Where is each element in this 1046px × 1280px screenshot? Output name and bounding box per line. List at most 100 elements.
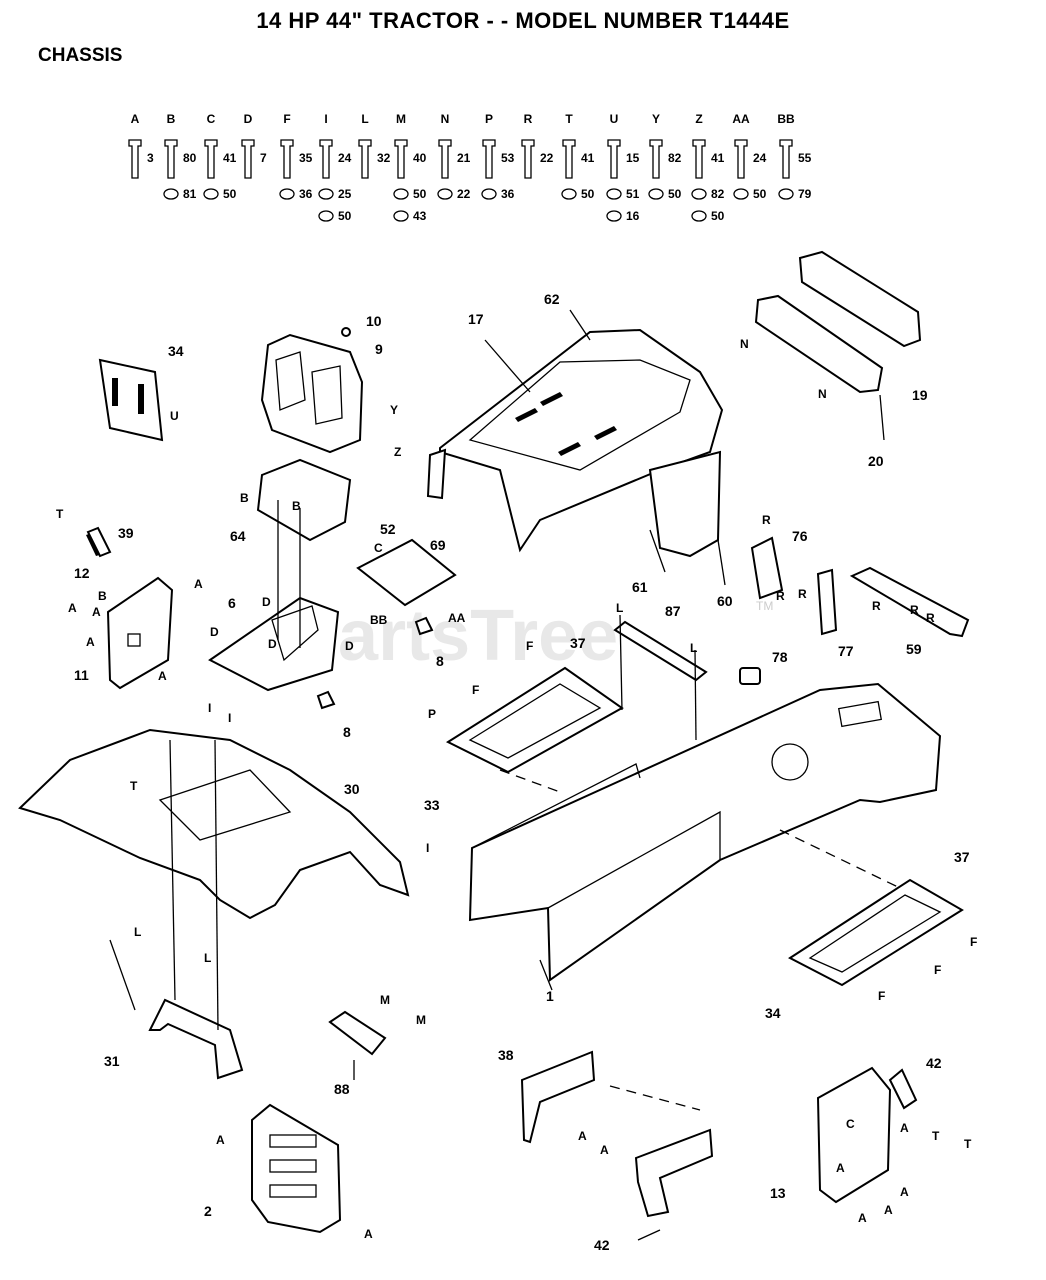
ref-A-12: A	[900, 1185, 909, 1199]
callout-69: 69	[430, 537, 446, 553]
part-62-hood[interactable]	[426, 328, 724, 558]
bolt-icon	[241, 139, 255, 179]
ref-T-3: T	[964, 1137, 972, 1151]
hardware-part-number: 50	[223, 187, 237, 201]
hardware-part-number: 3	[147, 151, 154, 165]
hardware-part-number: 43	[413, 209, 427, 223]
part-59-bracket[interactable]	[849, 566, 970, 638]
hardware-part-number: 16	[626, 209, 640, 223]
callout-88: 88	[334, 1081, 350, 1097]
hardware-letter: A	[131, 112, 140, 126]
hardware-part-number: 50	[668, 187, 682, 201]
part-30-fender[interactable]	[18, 728, 410, 920]
hardware-letter: M	[396, 112, 406, 126]
hardware-part-number: 36	[501, 187, 515, 201]
callout-6: 6	[228, 595, 236, 611]
part-87-bar[interactable]	[613, 620, 708, 682]
hardware-part-number: 41	[711, 151, 725, 165]
callout-37-upper: 37	[570, 635, 586, 651]
hardware-part-number: 50	[338, 209, 352, 223]
ref-A-5: A	[158, 669, 167, 683]
ref-N-2: N	[818, 387, 827, 401]
page-title: 14 HP 44" TRACTOR - - MODEL NUMBER T1444…	[256, 8, 790, 33]
ref-C-2: C	[846, 1117, 855, 1131]
part-65-bracket[interactable]	[98, 358, 164, 442]
part-42-bracket-upper[interactable]	[86, 526, 112, 558]
part-8-clip-upper[interactable]	[414, 616, 434, 636]
part-9-dash-panel[interactable]	[260, 333, 364, 454]
hardware-letter: Y	[652, 112, 660, 126]
callout-9: 9	[375, 341, 383, 357]
callout-8-lower: 8	[343, 724, 351, 740]
hardware-part-number: 22	[457, 187, 471, 201]
callout-34: 34	[765, 1005, 781, 1021]
part-1-frame[interactable]	[468, 682, 942, 982]
nut-icon	[733, 188, 749, 200]
nut-icon	[691, 210, 707, 222]
part-13-side-panel[interactable]	[816, 1066, 892, 1204]
hardware-part-number: 36	[299, 187, 313, 201]
part-42-bracket-lower[interactable]	[888, 1068, 918, 1110]
hardware-letter: C	[207, 112, 216, 126]
part-6-plate[interactable]	[208, 596, 340, 692]
part-10-screw[interactable]	[341, 327, 351, 337]
ref-R-6: R	[926, 611, 935, 625]
ref-A-7: A	[600, 1143, 609, 1157]
bolt-icon	[692, 139, 706, 179]
part-19-rear-bracket[interactable]	[754, 250, 922, 394]
callout-87: 87	[665, 603, 681, 619]
hardware-letter: D	[244, 112, 253, 126]
part-76-bracket[interactable]	[750, 536, 784, 600]
nut-icon	[481, 188, 497, 200]
nut-icon	[203, 188, 219, 200]
hardware-group-l: L32	[358, 112, 391, 179]
hardware-part-number: 82	[668, 151, 682, 165]
hardware-letter: P	[485, 112, 493, 126]
part-34-footrest[interactable]	[788, 878, 964, 987]
hardware-part-number: 41	[581, 151, 595, 165]
ref-A-11: A	[836, 1161, 845, 1175]
hardware-part-number: 50	[711, 209, 725, 223]
part-78-bushing[interactable]	[739, 667, 761, 685]
ref-D-1: D	[262, 595, 271, 609]
hardware-part-number: 24	[338, 151, 352, 165]
part-39-bracket[interactable]	[634, 1128, 714, 1218]
nut-icon	[279, 188, 295, 200]
ref-B-1: B	[240, 491, 249, 505]
ref-L-4: L	[204, 951, 211, 965]
nut-icon	[318, 210, 334, 222]
ref-R-4: R	[872, 599, 881, 613]
ref-Z: Z	[394, 445, 401, 459]
hardware-group-r: R22	[521, 112, 554, 179]
ref-L-3: L	[134, 925, 141, 939]
callout-20: 20	[868, 453, 884, 469]
callout-30: 30	[344, 781, 360, 797]
ref-I-1: I	[208, 701, 211, 715]
part-64-bracket[interactable]	[256, 458, 352, 542]
hardware-letter: I	[324, 112, 327, 126]
hardware-group-y: Y 82 50	[648, 112, 682, 201]
hardware-part-number: 24	[753, 151, 767, 165]
part-88-plate[interactable]	[328, 1010, 387, 1056]
watermark-tm: TM	[756, 599, 773, 613]
watermark: PartsTree	[290, 596, 618, 676]
ref-F-4: F	[934, 963, 941, 977]
hardware-letter: AA	[732, 112, 750, 126]
part-8-clip-lower[interactable]	[316, 690, 336, 710]
part-38-bracket[interactable]	[520, 1050, 596, 1144]
hardware-part-number: 35	[299, 151, 313, 165]
callout-77: 77	[838, 643, 854, 659]
callout-59: 59	[906, 641, 922, 657]
ref-F-3: F	[970, 935, 977, 949]
part-69-plate[interactable]	[356, 538, 457, 607]
part-2-shield[interactable]	[251, 1103, 342, 1234]
bolt-icon	[128, 139, 142, 179]
ref-A-3: A	[92, 605, 101, 619]
part-77-bracket[interactable]	[816, 568, 838, 636]
part-31-bracket[interactable]	[148, 998, 244, 1080]
